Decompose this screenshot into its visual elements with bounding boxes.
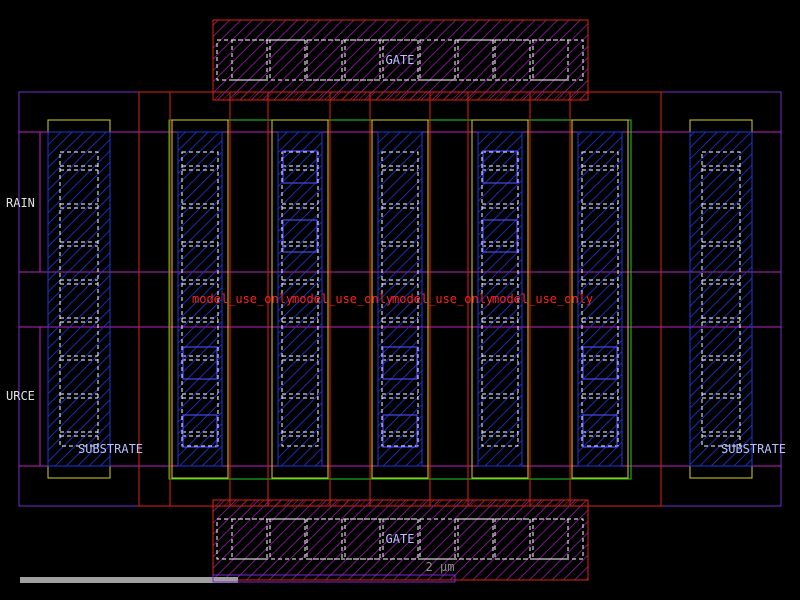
diffusion-strip (47, 131, 111, 467)
substrate-label-right: SUBSTRATE (721, 442, 786, 456)
model-note-4: model_use_only (492, 292, 593, 306)
gate-contact (382, 518, 419, 560)
diffusion-column-1 (47, 119, 111, 479)
poly-strip-top (213, 92, 588, 100)
via-box (382, 346, 418, 380)
diffusion-strip (377, 131, 423, 467)
contact-stack (59, 151, 99, 447)
diffusion-strip (477, 131, 523, 467)
scale-bar (20, 577, 238, 583)
gate-contact (344, 518, 381, 560)
implant-frame (471, 119, 529, 479)
gate-pad-bottom (212, 499, 589, 581)
via-box (482, 219, 518, 253)
diffusion-strip (177, 131, 223, 467)
model-note-1: model_use_only (192, 292, 293, 306)
implant-frame (371, 119, 429, 479)
gate-contact (231, 518, 268, 560)
gate-contact (494, 39, 531, 81)
gate-contact (532, 518, 569, 560)
diffusion-column-6 (571, 119, 629, 479)
gate-contact (419, 39, 456, 81)
gate-contact (457, 39, 494, 81)
contact-stack (581, 151, 619, 447)
diffusion-strip (277, 131, 323, 467)
scale-label: 2 µm (426, 560, 455, 574)
diffusion-column-2 (171, 119, 229, 479)
via-box (182, 346, 218, 380)
scale-bar-outline (212, 574, 456, 583)
contact-stack (181, 151, 219, 447)
via-box (582, 346, 618, 380)
gate-contact (419, 518, 456, 560)
implant-frame (571, 119, 629, 479)
via-box (182, 414, 218, 448)
diffusion-strip (577, 131, 623, 467)
gate-contact (532, 39, 569, 81)
diffusion-column-3 (271, 119, 329, 479)
implant-frame (271, 119, 329, 479)
source-label: URCE (6, 389, 35, 403)
gate-contact (269, 518, 306, 560)
substrate-label-left: SUBSTRATE (78, 442, 143, 456)
poly-fingers (169, 92, 571, 506)
poly-strip-bottom (213, 500, 588, 506)
contact-stack (701, 151, 741, 447)
gate-label-top: GATE (386, 53, 415, 67)
drain-label: RAIN (6, 196, 35, 210)
via-box (382, 414, 418, 448)
gate-contact (231, 39, 268, 81)
gate-contact (382, 39, 419, 81)
via-box (582, 414, 618, 448)
diffusion-column-5 (471, 119, 529, 479)
model-note-2: model_use_only (292, 292, 393, 306)
via-box (282, 150, 318, 184)
gate-contact (494, 518, 531, 560)
contact-stack (481, 151, 519, 447)
via-box (282, 219, 318, 253)
gate-contact (306, 518, 343, 560)
gate-contact (306, 39, 343, 81)
diffusion-strip (689, 131, 753, 467)
gate-contact (269, 39, 306, 81)
gate-contact (457, 518, 494, 560)
implant-frame (171, 119, 229, 479)
model-note-3: model_use_only (392, 292, 493, 306)
gate-label-bottom: GATE (386, 532, 415, 546)
diffusion-column-4 (371, 119, 429, 479)
diffusion-column-7 (689, 119, 753, 479)
contact-stack (281, 151, 319, 447)
contact-stack (381, 151, 419, 447)
diffusion-columns (47, 119, 753, 479)
via-box (482, 150, 518, 184)
gate-contact (344, 39, 381, 81)
